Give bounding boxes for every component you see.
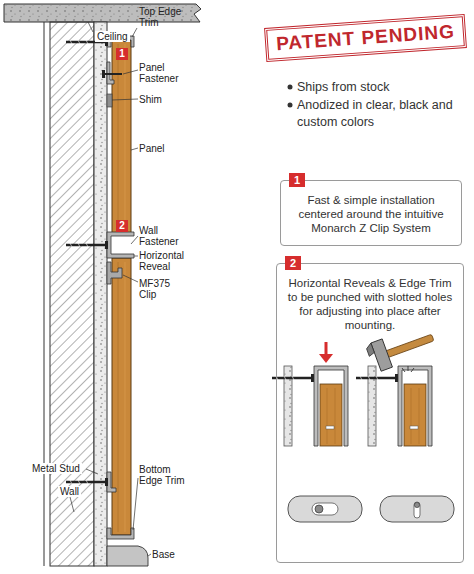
leader-line xyxy=(70,497,74,512)
part-label: Horizontal Reveal xyxy=(139,250,191,272)
wood-panel xyxy=(112,258,131,535)
hammer-icon xyxy=(365,343,375,356)
stamp-text: PATENT PENDING xyxy=(275,19,455,57)
callout-number: 2 xyxy=(116,220,128,232)
part-label: Bottom Edge Trim xyxy=(139,464,191,486)
base-molding xyxy=(107,546,148,566)
leader-line xyxy=(134,256,138,257)
slot-hole xyxy=(414,502,420,518)
z-clip xyxy=(107,472,116,492)
impact-mark xyxy=(408,366,409,371)
part-label: Panel Fastener xyxy=(139,62,187,84)
part-label: Shim xyxy=(139,94,162,105)
wall-section xyxy=(44,22,45,566)
leader-line xyxy=(131,148,138,150)
slot-hole xyxy=(312,503,338,515)
screw-head xyxy=(414,502,419,507)
callout-number: 1 xyxy=(289,173,305,187)
part-label: Ceiling xyxy=(95,31,130,42)
leader-line xyxy=(86,469,98,474)
leader-line xyxy=(123,275,138,282)
wood-panel xyxy=(112,40,131,535)
part-label: Base xyxy=(152,549,175,560)
detail-illustration xyxy=(325,342,328,356)
leader-line xyxy=(112,99,138,100)
part-label: Wall Fastener xyxy=(139,225,187,247)
wall-screw xyxy=(66,478,108,486)
panel-fastener xyxy=(102,70,105,78)
callout-number: 2 xyxy=(285,256,301,270)
bullet-dot xyxy=(288,85,293,90)
part-label: Metal Stud xyxy=(30,463,82,474)
mf375-clip xyxy=(107,262,122,284)
feature-box: 1Fast & simple installation centered aro… xyxy=(280,180,462,246)
wood-panel xyxy=(125,262,126,532)
trim-assembly xyxy=(356,366,432,446)
leader-line xyxy=(123,70,138,74)
wood-panel xyxy=(112,40,131,233)
horizontal-reveal xyxy=(107,232,134,258)
trim-assembly xyxy=(272,366,348,446)
feature-box: 2Horizontal Reveals & Edge Trim to be pu… xyxy=(276,263,464,563)
leader-line xyxy=(132,28,137,37)
leader-line xyxy=(133,478,138,530)
box-text: Fast & simple installation centered arou… xyxy=(281,181,461,243)
impact-mark xyxy=(411,368,414,372)
patent-stamp: PATENT PENDING xyxy=(264,14,467,62)
leader-line xyxy=(148,554,151,556)
screw-head xyxy=(315,505,323,513)
impact-mark xyxy=(402,366,414,372)
bullet-text: Ships from stock xyxy=(297,79,389,96)
wall-section xyxy=(50,22,94,566)
leader-line xyxy=(88,22,93,32)
part-label: MF375 Clip xyxy=(139,278,179,300)
wood-panel xyxy=(118,262,119,532)
part-label: Wall xyxy=(58,486,81,497)
leader-line xyxy=(131,236,138,244)
wood-panel xyxy=(118,44,119,230)
detail-illustration xyxy=(272,322,454,522)
impact-mark xyxy=(402,368,405,372)
callout-number: 1 xyxy=(116,48,128,60)
panel-fastener xyxy=(104,73,122,75)
shim xyxy=(107,94,112,107)
bullet-text: Anodized in clear, black and custom colo… xyxy=(297,97,467,131)
wood-panel xyxy=(125,44,126,230)
detail-illustration xyxy=(319,354,333,363)
box-text: Horizontal Reveals & Edge Trim to be pun… xyxy=(277,264,463,340)
slotted-strip xyxy=(380,496,454,522)
part-label: Panel xyxy=(139,143,165,154)
wall-fastener xyxy=(66,241,108,249)
slotted-strip xyxy=(288,496,362,522)
wall-section xyxy=(44,22,107,566)
part-label: Top Edge Trim xyxy=(139,6,191,28)
bullet-dot xyxy=(288,103,293,108)
bottom-edge-trim xyxy=(107,528,134,539)
leader-line xyxy=(70,22,151,556)
hammer-icon xyxy=(381,334,434,359)
